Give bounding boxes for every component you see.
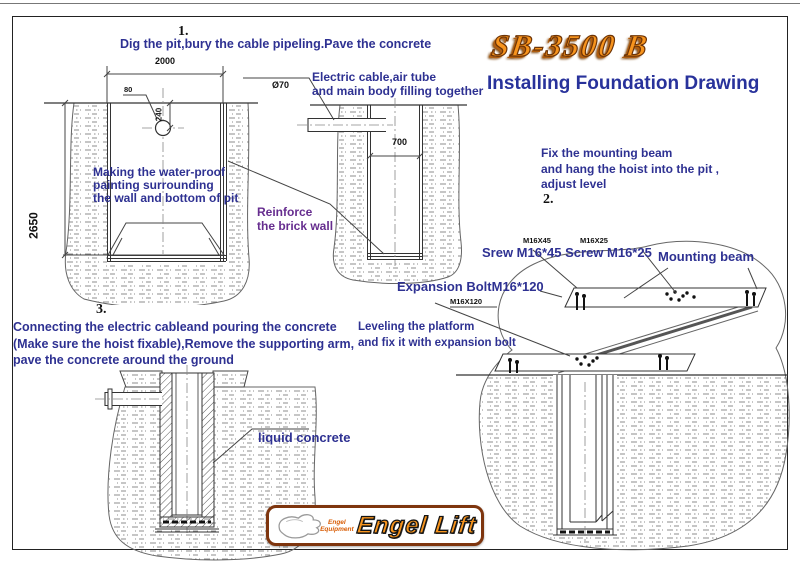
step-1-number: 1. bbox=[178, 24, 189, 39]
dim-240: 240 bbox=[154, 107, 164, 122]
dim-m16x120: M16X120 bbox=[450, 297, 483, 306]
expansion-bolt-label: Expansion BoltM16*120 bbox=[397, 279, 544, 294]
step-1-instruction: Dig the pit,bury the cable pipeling.Pave… bbox=[120, 37, 432, 51]
step-2-instruction: Fix the mounting beam and hang the hoist… bbox=[541, 146, 719, 191]
reinforce-label: Reinforce the brick wall bbox=[257, 205, 334, 233]
electric-cable-label: Electric cable,air tube and main body fi… bbox=[312, 70, 484, 98]
glove-icon bbox=[278, 513, 322, 539]
step-3-number: 3. bbox=[96, 302, 107, 317]
model-title: SB-3500 B bbox=[489, 27, 652, 63]
step-3-instruction: Connecting the electric cableand pouring… bbox=[13, 320, 355, 367]
engel-lift-brand: Engel Lift bbox=[355, 511, 478, 539]
dim-700: 700 bbox=[392, 137, 408, 147]
page-title: Installing Foundation Drawing bbox=[487, 73, 760, 94]
engel-equipment-subtext: Engel Equipment bbox=[320, 518, 354, 533]
dim-2000: 2000 bbox=[154, 56, 176, 66]
liquid-concrete-label: liquid concrete bbox=[258, 430, 351, 445]
mounting-beam-drawing bbox=[456, 240, 790, 551]
pit-section-1-drawing bbox=[44, 66, 258, 305]
drawing-border-frame bbox=[12, 16, 788, 550]
mounting-beam-label: Mounting beam bbox=[658, 249, 755, 264]
waterproof-label: Making the water-proof painting surround… bbox=[93, 165, 239, 205]
dim-2650: 2650 bbox=[26, 212, 41, 239]
dim-m16x45: M16X45 bbox=[523, 236, 551, 245]
step-2-number: 2. bbox=[543, 192, 554, 207]
top-rule bbox=[0, 3, 800, 4]
screws-label: Srew M16*45 Screw M16*25 bbox=[482, 245, 652, 260]
dim-dia-70: Ø70 bbox=[272, 80, 290, 90]
dim-m16x25: M16X25 bbox=[580, 236, 608, 245]
leveling-label: Leveling the platform and fix it with ex… bbox=[358, 321, 516, 349]
dim-80: 80 bbox=[124, 85, 133, 94]
engel-lift-logo: Engel Equipment Engel Lift bbox=[266, 505, 484, 546]
